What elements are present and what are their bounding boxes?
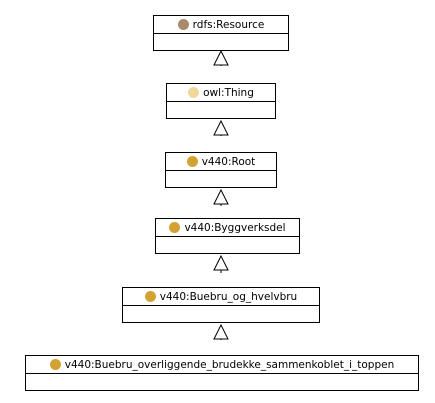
inheritance-arrow-icon — [213, 119, 229, 136]
class-label: v440:Root — [201, 155, 256, 168]
class-circle-icon — [177, 19, 189, 30]
inheritance-arrow-icon — [213, 49, 229, 66]
class-circle-icon — [188, 87, 200, 98]
inheritance-arrow-icon — [213, 323, 229, 340]
class-circle-icon — [144, 291, 156, 302]
class-node-v440-root[interactable]: v440:Root — [165, 152, 277, 188]
class-circle-icon — [186, 156, 198, 167]
inheritance-arrow-icon — [213, 188, 229, 205]
class-node-v440-byggverksdel[interactable]: v440:Byggverksdel — [155, 218, 300, 254]
class-label: v440:Buebru_og_hvelvbru — [159, 290, 298, 303]
class-node-owl-thing[interactable]: owl:Thing — [166, 83, 276, 119]
class-circle-icon — [49, 359, 61, 370]
class-label: owl:Thing — [203, 86, 254, 99]
class-label: rdfs:Resource — [192, 18, 265, 31]
class-node-v440-buebru-overliggende[interactable]: v440:Buebru_overliggende_brudekke_sammen… — [25, 355, 419, 391]
class-node-rdfs-resource[interactable]: rdfs:Resource — [153, 15, 289, 51]
class-label: v440:Buebru_overliggende_brudekke_sammen… — [64, 358, 395, 371]
class-circle-icon — [169, 222, 181, 233]
inheritance-arrow-icon — [213, 254, 229, 271]
class-node-v440-buebru-og-hvelvbru[interactable]: v440:Buebru_og_hvelvbru — [122, 287, 320, 323]
class-label: v440:Byggverksdel — [184, 221, 286, 234]
